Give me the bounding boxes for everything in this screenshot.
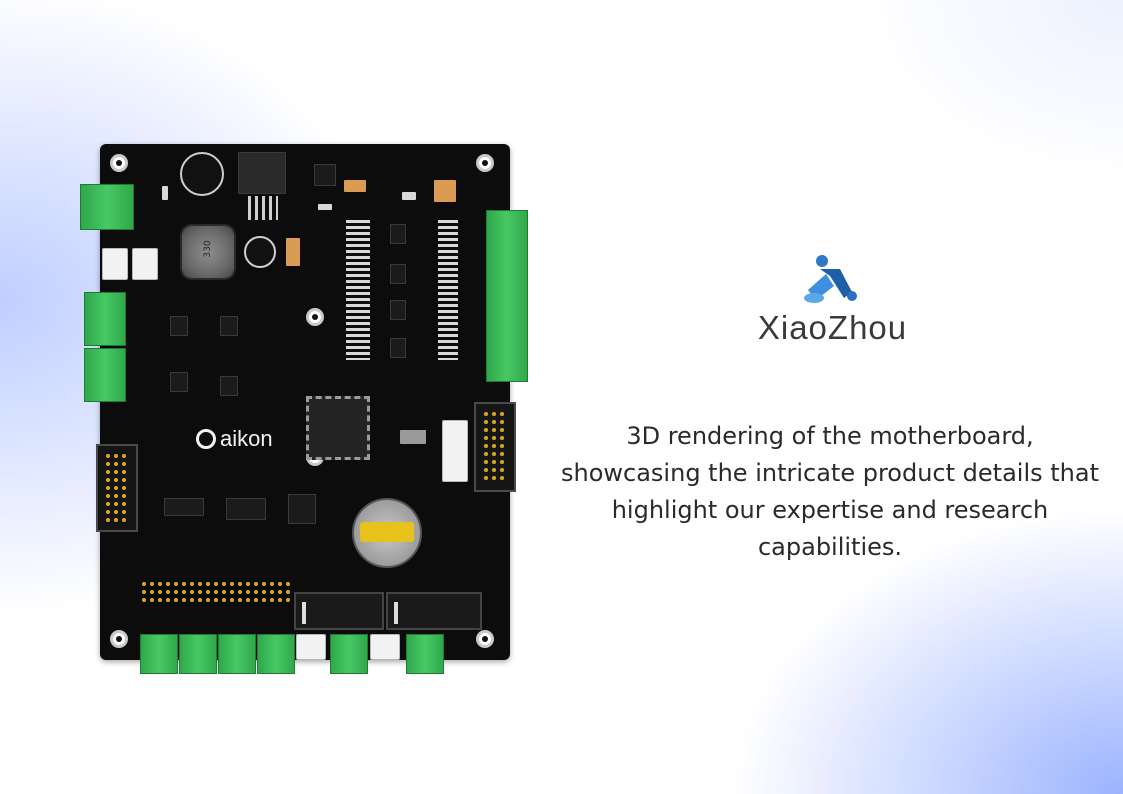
mounting-hole — [476, 154, 494, 172]
terminal-block — [84, 292, 126, 346]
ic-chip — [390, 264, 406, 284]
ic-chip — [288, 494, 316, 524]
electrolytic-capacitor — [180, 152, 224, 196]
brand-name: XiaoZhou — [757, 309, 908, 346]
voltage-regulator — [238, 152, 286, 194]
xiaozhou-logo-icon — [804, 255, 857, 303]
header-pins — [482, 410, 508, 484]
ic-chip — [170, 372, 188, 392]
motherboard-image: 330 aikon — [78, 140, 538, 680]
aikon-logo-icon — [196, 429, 216, 449]
terminal-block — [80, 184, 134, 230]
coin-battery-holder — [352, 498, 422, 568]
smd-component — [344, 180, 366, 192]
ic-chip — [220, 316, 238, 336]
jst-connector — [370, 634, 400, 660]
smd-component — [162, 186, 168, 200]
jst-connector — [102, 248, 128, 280]
brand-logo: XiaoZhou — [745, 252, 920, 347]
smd-component — [434, 180, 456, 202]
jst-connector — [442, 420, 468, 482]
description-text: 3D rendering of the motherboard, showcas… — [561, 422, 1099, 561]
header-pins — [104, 452, 130, 524]
electrolytic-capacitor — [244, 236, 276, 268]
terminal-block — [218, 634, 256, 674]
regulator-pins — [248, 196, 278, 220]
jst-connector — [132, 248, 158, 280]
ic-chip — [390, 338, 406, 358]
jst-connector — [296, 634, 326, 660]
ic-chip — [220, 376, 238, 396]
ic-chip — [390, 300, 406, 320]
terminal-block — [179, 634, 217, 674]
mounting-hole — [110, 630, 128, 648]
board-brand-logo: aikon — [196, 426, 273, 452]
ic-chip — [390, 224, 406, 244]
terminal-block — [330, 634, 368, 674]
terminal-block — [84, 348, 126, 402]
smd-component — [400, 430, 426, 444]
mounting-hole — [110, 154, 128, 172]
mounting-hole — [306, 308, 324, 326]
ic-chip — [314, 164, 336, 186]
relay-switch — [294, 592, 384, 630]
terminal-block — [406, 634, 444, 674]
ic-chip — [164, 498, 204, 516]
resistor-array — [346, 220, 370, 360]
terminal-block — [140, 634, 178, 674]
smd-component — [318, 204, 332, 210]
board-brand-text: aikon — [220, 426, 273, 451]
microcontroller — [306, 396, 370, 460]
terminal-block — [257, 634, 295, 674]
mounting-hole — [476, 630, 494, 648]
jumper-pins — [140, 580, 292, 602]
power-inductor: 330 — [180, 224, 236, 280]
ic-chip — [226, 498, 266, 520]
smd-component — [286, 238, 300, 266]
terminal-block — [486, 210, 528, 382]
relay-switch — [386, 592, 482, 630]
inductor-label: 330 — [203, 240, 213, 258]
smd-component — [402, 192, 416, 200]
ic-chip — [170, 316, 188, 336]
resistor-array — [438, 220, 458, 360]
